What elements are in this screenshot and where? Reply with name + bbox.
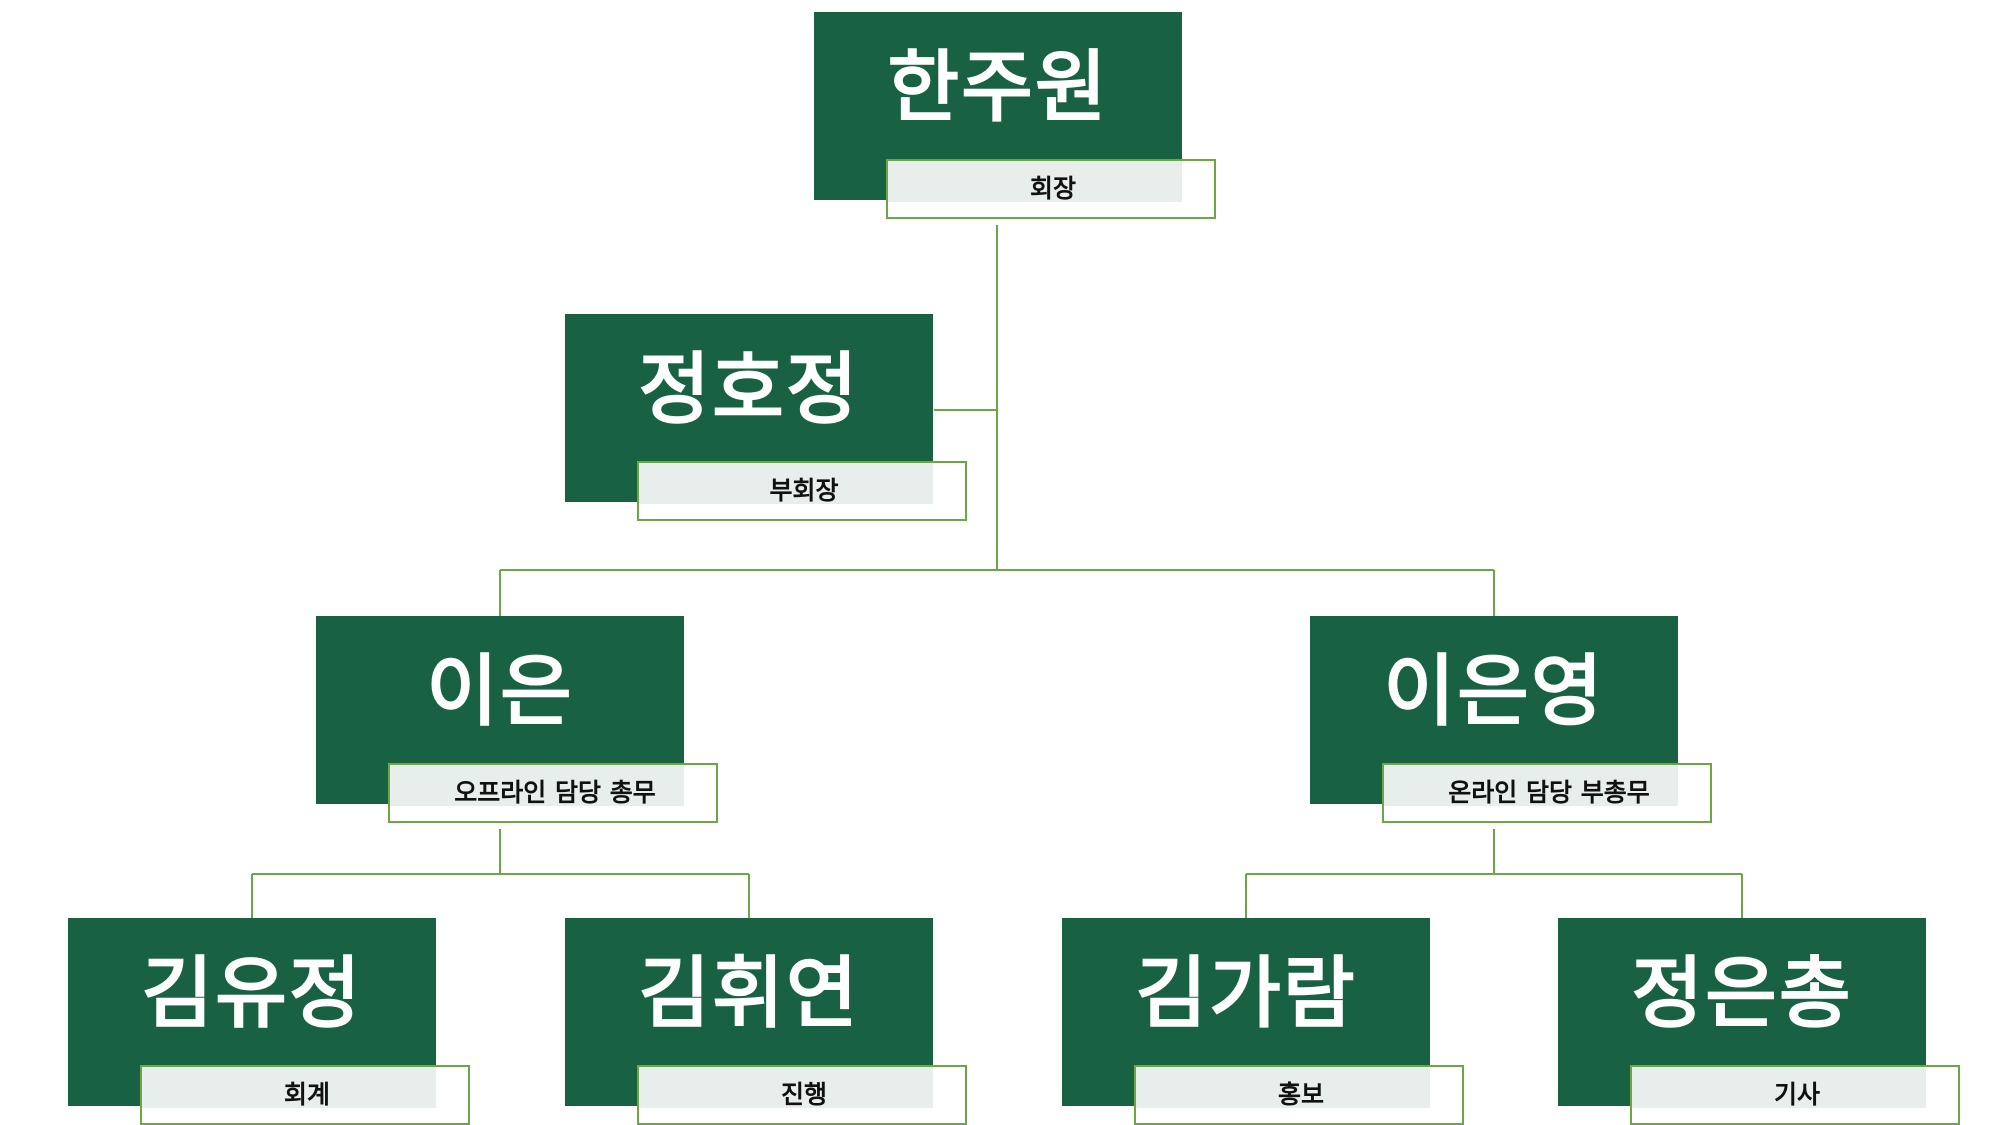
node-offline-director: 이은 오프라인 담당 총무	[316, 616, 718, 823]
person-name: 정호정	[638, 345, 860, 435]
role-highlight	[142, 1067, 436, 1108]
role-highlight	[888, 161, 1182, 202]
role-title: 온라인 담당 부총무	[1448, 778, 1650, 807]
role-highlight	[1632, 1067, 1926, 1108]
role-highlight	[1384, 765, 1678, 806]
node-online-director: 이은영 온라인 담당 부총무	[1310, 616, 1712, 823]
node-vice-president: 정호정 부회장	[565, 314, 967, 521]
role-highlight	[639, 463, 933, 504]
role-title: 회장	[1029, 174, 1076, 203]
node-publicity: 김가람 홍보	[1062, 918, 1464, 1125]
person-name: 김가람	[1135, 949, 1357, 1039]
role-box: 회계	[140, 1065, 470, 1125]
role-title: 기사	[1773, 1080, 1820, 1109]
role-highlight	[639, 1067, 933, 1108]
role-title: 진행	[780, 1080, 827, 1109]
node-accounting: 김유정 회계	[68, 918, 470, 1125]
person-name: 한주원	[887, 43, 1109, 133]
role-box: 홍보	[1134, 1065, 1464, 1125]
role-box: 온라인 담당 부총무	[1382, 763, 1712, 823]
person-name: 김휘연	[638, 949, 860, 1039]
role-box: 기사	[1630, 1065, 1960, 1125]
person-name: 정은총	[1631, 949, 1853, 1039]
person-name: 김유정	[141, 949, 363, 1039]
role-highlight	[390, 765, 684, 806]
role-title: 부회장	[769, 476, 839, 505]
role-title: 홍보	[1277, 1080, 1324, 1109]
role-title: 회계	[283, 1080, 330, 1109]
role-title: 오프라인 담당 총무	[454, 778, 656, 807]
node-reporter: 정은총 기사	[1558, 918, 1960, 1125]
node-progress: 김휘연 진행	[565, 918, 967, 1125]
role-box: 부회장	[637, 461, 967, 521]
role-highlight	[1136, 1067, 1430, 1108]
node-president: 한주원 회장	[814, 12, 1216, 219]
person-name: 이은영	[1383, 647, 1605, 737]
role-box: 회장	[886, 159, 1216, 219]
person-name: 이은	[426, 647, 574, 737]
role-box: 오프라인 담당 총무	[388, 763, 718, 823]
role-box: 진행	[637, 1065, 967, 1125]
